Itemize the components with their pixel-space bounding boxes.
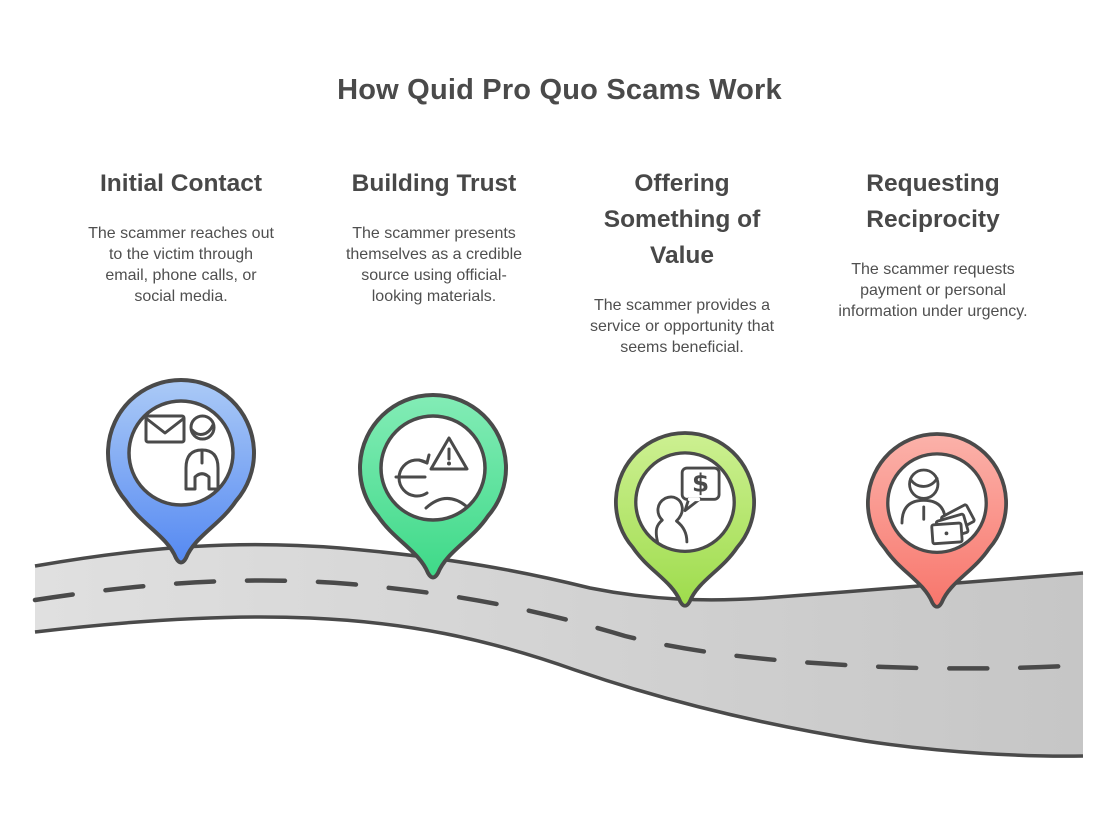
envelope-person-icon [144, 414, 220, 491]
pin-initial-contact [106, 378, 256, 565]
step-requesting-reciprocity: Requesting Reciprocity The scammer reque… [810, 166, 1056, 322]
step-description: The scammer reaches out to the victim th… [88, 225, 274, 305]
pin-requesting-reciprocity [866, 432, 1008, 609]
page-title: How Quid Pro Quo Scams Work [337, 74, 782, 106]
dollar-glyph: $ [692, 469, 709, 498]
euro-warning-icon [394, 436, 469, 510]
step-heading: Initial Contact [100, 170, 262, 197]
step-heading: Offering Something of Value [603, 170, 761, 269]
road-top-edge [34, 542, 1084, 602]
pin-offering-value: $ [614, 431, 756, 608]
step-heading: Requesting Reciprocity [866, 170, 1000, 233]
step-offering-value: Offering Something of Value The scammer … [559, 166, 805, 358]
step-description: The scammer requests payment or personal… [838, 261, 1028, 320]
road-bottom-edge [34, 615, 1084, 758]
person-dollar-chat-icon: $ [654, 466, 721, 544]
step-building-trust: Building Trust The scammer presents them… [311, 166, 557, 307]
road-graphic [32, 542, 1086, 758]
road-surface [35, 544, 1083, 757]
step-heading: Building Trust [351, 170, 517, 197]
pin-building-trust [358, 393, 508, 580]
step-description: The scammer presents themselves as a cre… [345, 225, 523, 305]
step-description: The scammer provides a service or opport… [589, 297, 775, 356]
person-money-cards-icon [900, 468, 976, 546]
step-initial-contact: Initial Contact The scammer reaches out … [58, 166, 304, 307]
road-center-dashed-line [32, 578, 1086, 671]
